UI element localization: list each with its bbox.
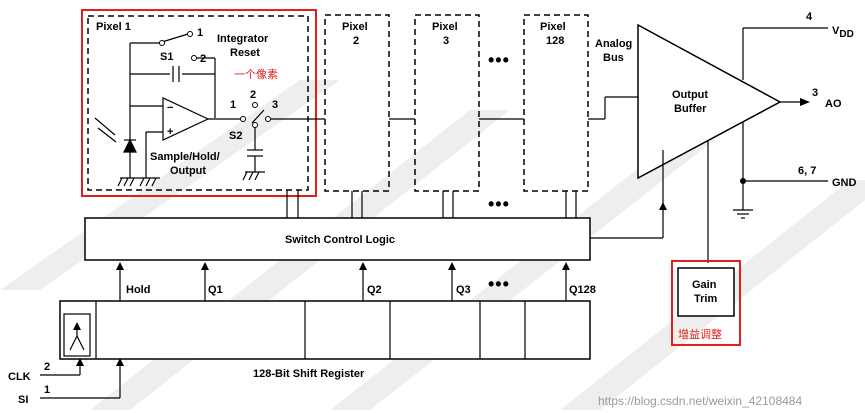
si-arrow [116,358,124,366]
pixel-boxes [324,14,589,192]
input-wiring [40,362,121,399]
ao-label: AO [825,98,842,110]
control-lines-up [286,190,577,218]
gain-annotation: 增益调整 [678,327,722,341]
clk-pin-number: 2 [44,361,50,373]
signal-hold: Hold [126,284,150,296]
op-amp-plus: + [167,126,173,138]
reset-label: Reset [230,47,260,59]
gnd-pin-number: 6, 7 [798,165,816,177]
gnd-label: GND [832,177,857,189]
output-buffer-label-1: Output [672,89,708,101]
gain-label: Gain [692,279,717,291]
signal-q2: Q2 [367,284,382,296]
analog-bus-label-2: Bus [603,52,624,64]
pixel-3-index: 3 [443,35,449,47]
register-ellipsis: ••• [488,274,510,294]
watermark-url: https://blog.csdn.net/weixin_42108484 [598,394,802,408]
s2-label: S2 [229,130,242,142]
signal-lines [119,270,567,301]
shift-register-cells [63,301,526,359]
pixel-1-circuit [94,33,300,187]
sample-hold-label: Sample/Hold/ [150,151,220,163]
integrator-label: Integrator [217,33,269,45]
ao-arrow [800,98,810,106]
pixel-1-highlight [81,9,317,197]
ao-pin-number: 3 [812,87,818,99]
gnd-node [740,178,746,184]
signal-arrows [116,262,570,270]
output-buffer-label-2: Buffer [674,103,707,115]
pixel-2-index: 2 [353,35,359,47]
pixel-1-title: Pixel 1 [96,21,131,33]
signal-q128: Q128 [569,284,596,296]
pixel-3-box [414,14,480,192]
clk-arrow [76,358,84,366]
clock-arrow [73,322,81,330]
trim-arrow [659,202,667,210]
control-ellipsis: ••• [488,194,510,214]
pixel-3-title: Pixel [432,21,458,33]
pixel-1-switch-contacts [159,31,271,128]
trim-label: Trim [694,293,717,305]
pixel-128-box [523,14,589,192]
power-wiring [590,27,828,263]
s2-pos3: 3 [272,99,278,111]
switch-control-logic-box [84,217,591,261]
pixel-128-index: 128 [546,35,564,47]
analog-bus-wiring [300,96,640,120]
shift-register-box [59,300,591,360]
pixel-2-title: Pixel [342,21,368,33]
gain-trim-highlight [671,260,741,346]
switch-control-logic-label: Switch Control Logic [285,234,395,246]
s2-pos2: 2 [250,89,256,101]
clk-label: CLK [8,371,31,383]
vdd-label: VDD [832,25,854,40]
pixel-annotation: 一个像素 [234,68,278,81]
pixel-2-box [324,14,390,192]
output-label: Output [170,165,206,177]
signal-q1: Q1 [208,284,223,296]
s1-pos2: 2 [200,53,206,65]
pixel-ellipsis: ••• [488,50,510,70]
si-pin-number: 1 [44,384,50,396]
s1-pos1: 1 [197,27,203,39]
signal-q3: Q3 [456,284,471,296]
vdd-pin-number: 4 [806,11,813,23]
si-label: SI [18,394,28,406]
s1-label: S1 [160,51,173,63]
output-buffer-triangle [637,23,782,180]
analog-bus-label-1: Analog [595,38,632,50]
shift-register-label: 128-Bit Shift Register [253,368,365,380]
gain-trim-box [677,267,735,317]
pixel-1-box [87,15,309,191]
s2-pos1: 1 [230,99,236,111]
pixel-128-title: Pixel [540,21,566,33]
op-amp-minus: − [167,102,173,114]
